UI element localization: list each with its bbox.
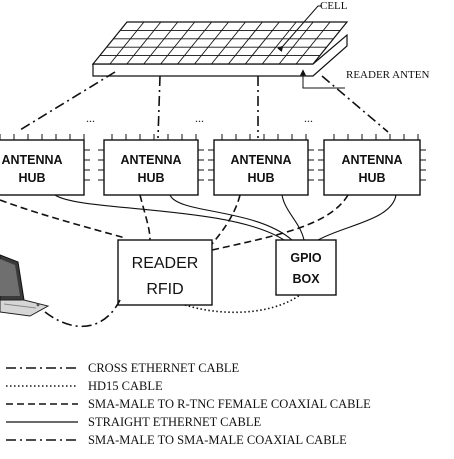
hub-1-line2: HUB [137, 171, 164, 185]
ellipsis-3: ... [304, 111, 313, 125]
ellipsis-dots: ... ... ... [86, 111, 313, 125]
coax-hub3 [211, 194, 349, 251]
hub-to-gpio-ethernet [54, 194, 397, 241]
reader-antenna-annotation: READER ANTEN [300, 69, 429, 89]
hub-3-line1: ANTENNA [341, 153, 402, 167]
coax-hub2 [211, 194, 241, 245]
cable-grid-hub-1 [157, 75, 161, 139]
antenna-hub-0: ANTENNA HUB [0, 134, 90, 196]
hub-0-line1: ANTENNA [1, 153, 62, 167]
coax-hub0 [0, 199, 126, 239]
antenna-hub-3: ANTENNA HUB [318, 134, 426, 196]
reader-rfid: READER RFID [117, 239, 213, 306]
laptop-icon [0, 254, 50, 317]
legend-label-3: STRAIGHT ETHERNET CABLE [88, 415, 262, 429]
reader-line2: RFID [146, 281, 183, 298]
legend-label-0: CROSS ETHERNET CABLE [88, 361, 240, 375]
ellipsis-2: ... [195, 111, 204, 125]
gpio-line1: GPIO [290, 251, 322, 265]
laptop-to-reader-cable [44, 299, 121, 328]
hub-1-line1: ANTENNA [120, 153, 181, 167]
cell-grid [91, 21, 349, 77]
cell-label: CELL [320, 0, 348, 12]
legend-item-4: SMA-MALE TO SMA-MALE COAXIAL CABLE [6, 433, 347, 447]
ellipsis-1: ... [86, 111, 95, 125]
hub-3-line2: HUB [358, 171, 385, 185]
eth-hub2 [281, 194, 305, 241]
eth-hub0 [54, 194, 285, 241]
legend: CROSS ETHERNET CABLE HD15 CABLE SMA-MALE… [6, 361, 371, 447]
coax-hub1 [139, 194, 151, 241]
cable-grid-hub-3 [321, 75, 389, 133]
legend-item-2: SMA-MALE TO R-TNC FEMALE COAXIAL CABLE [6, 397, 371, 411]
hub-0-line2: HUB [18, 171, 45, 185]
hub-2-line2: HUB [247, 171, 274, 185]
antenna-hubs: ANTENNA HUB ANTENNA HUB ANTENNA HUB [0, 134, 426, 196]
legend-label-1: HD15 CABLE [88, 379, 163, 393]
grid-to-hub-cables [19, 71, 389, 139]
antenna-hub-2: ANTENNA HUB [208, 134, 314, 196]
cell-annotation: CELL [277, 0, 348, 53]
legend-item-0: CROSS ETHERNET CABLE [6, 361, 240, 375]
gpio-box: GPIO BOX [275, 239, 337, 296]
hub-to-reader-coax [0, 194, 349, 251]
eth-hub3 [317, 194, 397, 241]
legend-label-2: SMA-MALE TO R-TNC FEMALE COAXIAL CABLE [88, 397, 371, 411]
legend-item-3: STRAIGHT ETHERNET CABLE [6, 415, 262, 429]
hd15-cable [184, 294, 301, 314]
legend-label-4: SMA-MALE TO SMA-MALE COAXIAL CABLE [88, 433, 347, 447]
legend-item-1: HD15 CABLE [6, 379, 163, 393]
reader-antenna-label: READER ANTEN [346, 69, 429, 81]
antenna-hub-1: ANTENNA HUB [98, 134, 204, 196]
reader-line1: READER [132, 255, 199, 272]
eth-hub1 [169, 194, 293, 241]
cable-grid-hub-0 [19, 71, 116, 131]
hub-2-line1: ANTENNA [230, 153, 291, 167]
gpio-line2: BOX [292, 272, 320, 286]
